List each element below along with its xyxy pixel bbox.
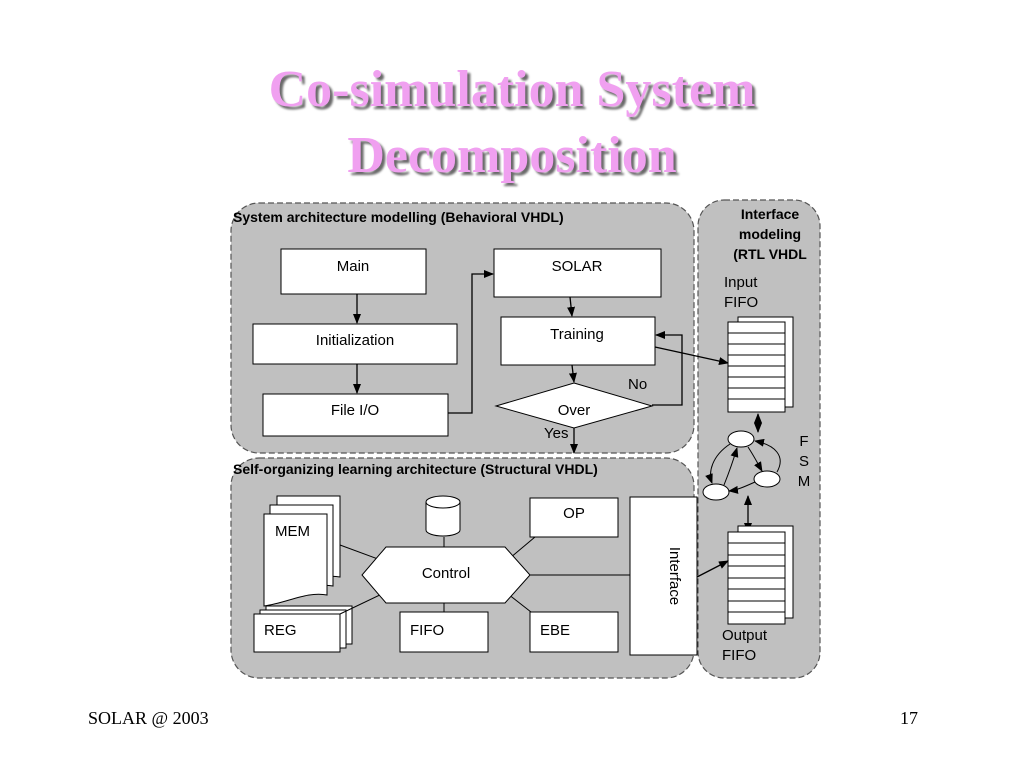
output-fifo-label-2: FIFO [722,647,756,664]
fileio-to-solar-arrow [448,270,494,414]
mem-label: MEM [275,523,310,540]
file-io-box [262,393,449,437]
ebe-box [529,611,619,653]
fsm-s: S [799,453,809,470]
ebe-label: EBE [540,622,570,639]
control-to-ebe-line [507,593,532,613]
control-hexagon [361,546,531,604]
output-fifo-stack [727,525,794,625]
input-fifo-stack [727,316,794,413]
control-to-op-line [509,536,536,559]
structural-panel-label: Self-organizing learning architecture (S… [233,461,598,477]
title-line-1: Co-simulation System [268,61,756,118]
title-line-2: Decomposition [347,127,677,184]
fsm-m: M [798,473,811,490]
training-label: Training [550,326,604,343]
main-box [280,248,427,295]
input-fifo-label-1: Input [724,274,758,291]
output-fifo-label-1: Output [722,627,768,644]
op-box [529,497,619,538]
yes-label: Yes [544,425,568,442]
interface-panel-label-2: modeling [739,226,801,242]
reg-stack [253,605,353,653]
fifo-label: FIFO [410,622,444,639]
solar-box [493,248,662,298]
fifo-box [399,611,489,653]
initialization-label: Initialization [316,332,394,349]
no-loop-arrow [652,331,683,406]
op-label: OP [563,505,585,522]
database-icon [425,495,461,537]
training-to-over-arrow [568,364,577,383]
control-label: Control [422,565,470,582]
initialization-box [252,323,458,365]
file-io-label: File I/O [331,402,379,419]
behavioral-panel-label: System architecture modelling (Behaviora… [233,209,564,225]
control-to-reg-line [339,591,387,615]
interface-to-output-fifo-arrow [696,560,729,578]
mem-document-stack [263,495,341,607]
interface-label: Interface [666,547,683,605]
page-number: 17 [900,708,918,728]
over-label: Over [558,402,591,419]
solar-label: SOLAR [552,258,603,275]
fsm-f: F [799,433,808,450]
training-box [500,316,656,366]
fsm-graph [702,430,781,501]
input-fifo-label-2: FIFO [724,294,758,311]
training-to-input-fifo-arrow [654,346,729,365]
no-label: No [628,376,647,393]
main-label: Main [337,258,370,275]
solar-to-training-arrow [567,296,576,317]
footer-left: SOLAR @ 2003 [88,708,209,728]
interface-panel-label-3: (RTL VHDL [733,246,807,262]
interface-panel-label-1: Interface [741,206,800,222]
reg-label: REG [264,622,297,639]
interface-box [629,496,698,656]
